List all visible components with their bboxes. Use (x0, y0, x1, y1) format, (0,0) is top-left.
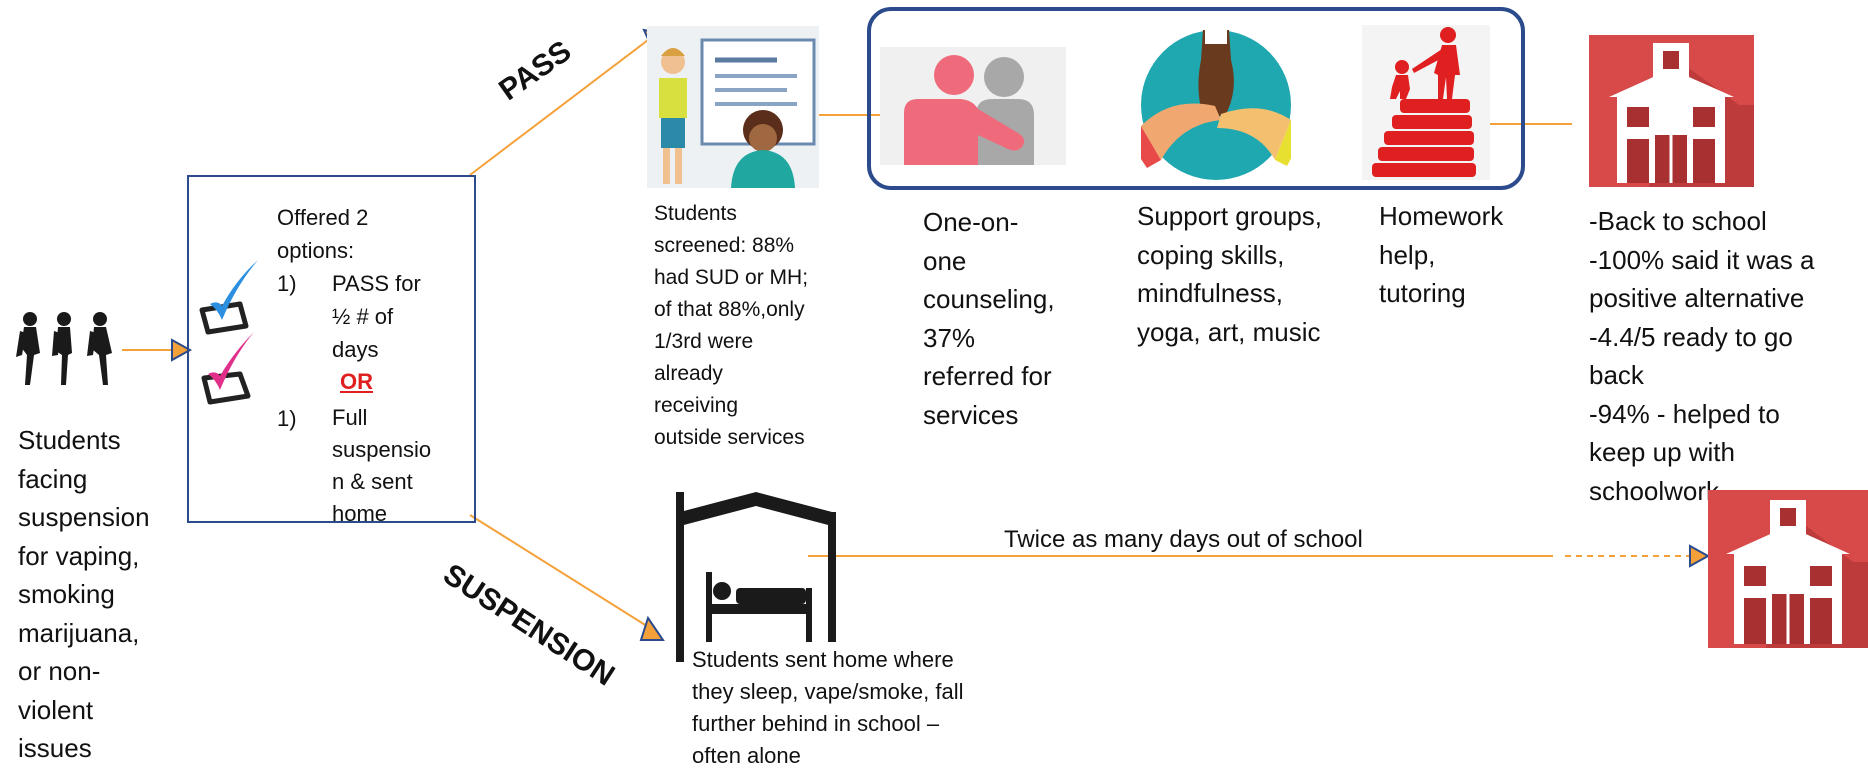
caption-line: they sleep, vape/smoke, fall (692, 679, 964, 704)
or-label: OR (340, 369, 373, 394)
options-title-line: options: (277, 238, 355, 263)
outcome-caption: -Back to school -100% said it was a posi… (1589, 202, 1814, 510)
caption-line: 1/3rd were (654, 330, 754, 353)
caption-line: keep up with (1589, 437, 1735, 467)
screening-caption: Students screened: 88% had SUD or MH; of… (654, 198, 808, 454)
caption-line: marijuana, (18, 617, 140, 648)
caption-line: yoga, art, music (1137, 316, 1321, 347)
counseling-caption: One-on- one counseling, 37% referred for… (923, 203, 1055, 434)
caption-line: services (923, 399, 1019, 430)
caption-line: help, (1379, 239, 1436, 270)
options-box (187, 175, 476, 523)
option-2-number: 1) (277, 406, 297, 431)
option-1-text: PASS for ½ # of days (332, 267, 421, 366)
caption-line: -4.4/5 ready to go (1589, 321, 1793, 352)
caption-line: Students (18, 425, 121, 455)
caption-line: often alone (692, 743, 801, 768)
pink-check-icon (196, 330, 266, 410)
arrowhead-suspension (639, 615, 665, 641)
caption-line: -94% - helped to (1589, 398, 1780, 429)
start-caption: Students facing suspension for vaping, s… (18, 421, 150, 768)
caption-line: Homework (1379, 201, 1504, 231)
walking-students-icon (6, 305, 124, 389)
caption-line: Support groups, (1137, 201, 1323, 231)
caption-line: violent (18, 694, 94, 725)
option-line: n & sent (332, 469, 413, 494)
teacher-screening-icon (647, 26, 819, 188)
suspension-caption: Students sent home where they sleep, vap… (692, 644, 963, 772)
caption-line: coping skills, (1137, 239, 1285, 270)
caption-line: 37% (923, 322, 976, 353)
option-line: days (332, 337, 379, 362)
suspension-branch-line (469, 514, 651, 629)
options-title: Offered 2 options: (277, 201, 368, 267)
blue-check-icon (196, 258, 266, 342)
option-line: PASS for (332, 271, 421, 296)
option-line: ½ # of (332, 304, 394, 329)
arrowhead-school (1689, 544, 1711, 568)
option-line: home (332, 501, 388, 526)
caption-line: facing (18, 463, 88, 494)
counseling-icon (880, 47, 1066, 165)
books-climb-icon (1362, 25, 1490, 180)
caption-line: for vaping, (18, 540, 140, 571)
caption-line: mindfulness, (1137, 278, 1283, 308)
pass-branch-line (469, 39, 649, 176)
caption-line: -Back to school (1589, 206, 1767, 236)
hands-together-icon (1141, 30, 1291, 180)
caption-line: smoking (18, 579, 115, 609)
homework-caption: Homework help, tutoring (1379, 197, 1503, 313)
caption-line: counseling, (923, 284, 1055, 314)
option-2-text: Full suspensio n & sent home (332, 402, 431, 530)
school-return-icon (1708, 490, 1868, 648)
caption-line: or non- (18, 656, 101, 686)
option-line: Full (332, 405, 368, 430)
days-out-label: Twice as many days out of school (1004, 526, 1363, 553)
caption-line: referred for (923, 361, 1052, 391)
arrowhead-options (171, 338, 193, 362)
services-box (867, 7, 1525, 190)
caption-line: of that 88%,only (654, 298, 805, 321)
school-icon (1589, 35, 1754, 187)
caption-line: screened: 88% (654, 234, 795, 257)
caption-line: back (1589, 360, 1644, 390)
support-groups-caption: Support groups, coping skills, mindfulne… (1137, 197, 1322, 351)
options-title-line: Offered 2 (277, 205, 369, 230)
caption-line: receiving (654, 394, 739, 417)
caption-line: issues (18, 733, 92, 763)
caption-line: already (654, 362, 723, 385)
bed-house-icon (676, 492, 836, 662)
caption-line: outside services (654, 426, 805, 449)
caption-line: further behind in school – (692, 711, 940, 736)
caption-line: suspension (18, 502, 150, 532)
caption-line: had SUD or MH; (654, 266, 809, 289)
caption-line: Students sent home where (692, 647, 954, 672)
caption-line: positive alternative (1589, 283, 1805, 313)
caption-line: One-on- (923, 207, 1019, 237)
option-1-number: 1) (277, 271, 297, 296)
caption-line: tutoring (1379, 278, 1466, 308)
caption-line: schoolwork (1589, 475, 1720, 506)
option-line: suspensio (332, 437, 432, 462)
caption-line: Students (654, 202, 737, 225)
caption-line: one (923, 245, 967, 276)
caption-line: -100% said it was a (1589, 244, 1815, 275)
